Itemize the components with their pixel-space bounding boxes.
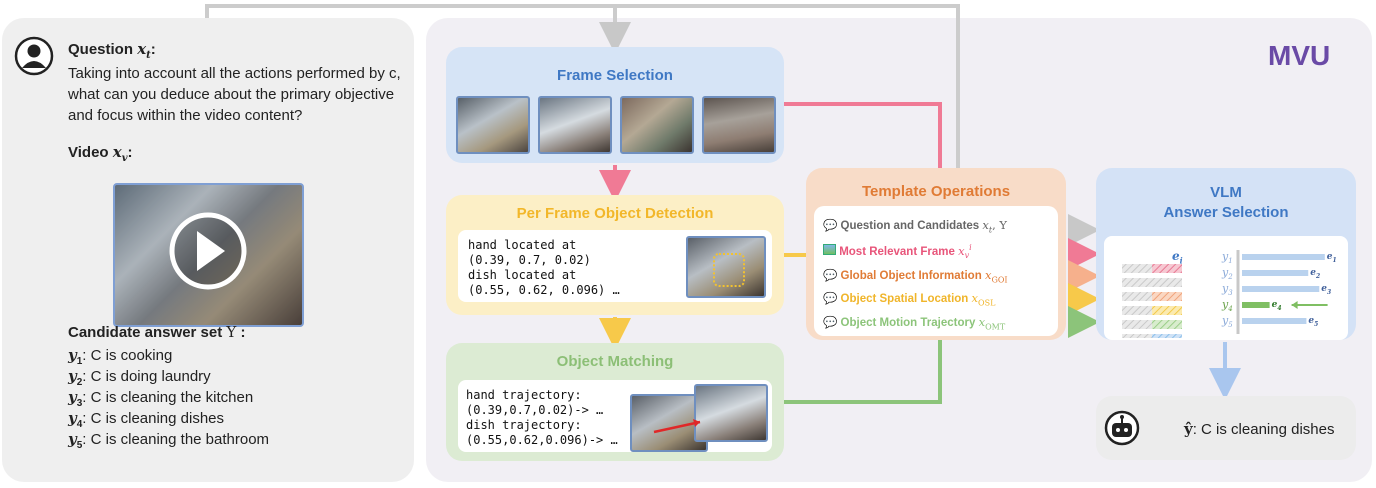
frame-selection-title: Frame Selection	[557, 67, 673, 84]
embedding-label: ei	[1172, 249, 1183, 266]
play-icon[interactable]	[115, 185, 302, 325]
video-heading: Video xv:	[68, 143, 133, 164]
template-list	[814, 206, 1058, 336]
candidate-y1: y1: C is cooking	[68, 346, 173, 367]
candidate-y4: y4: C is cleaning dishes	[68, 409, 225, 430]
template-op-omt: 💬 Object Motion Trajectory xOMT	[823, 315, 1006, 332]
chat-bubble-icon: 💬	[823, 317, 838, 329]
vlm-score-bar	[1242, 270, 1309, 276]
template-op-question: 💬 Question and Candidates xt, Y	[823, 218, 1008, 235]
vlm-score-bars	[1122, 250, 1328, 338]
chat-bubble-icon: 💬	[823, 270, 838, 282]
template-op-osl: 💬 Object Spatial Location xOSL	[823, 291, 996, 308]
answer-box	[1096, 396, 1356, 460]
final-answer: ŷ: C is cleaning dishes	[1184, 420, 1335, 438]
detection-frame	[686, 236, 766, 298]
question-text: Taking into account all the actions perf…	[68, 65, 401, 124]
bounding-box-icon	[713, 253, 745, 287]
question-heading: Question xt:	[68, 40, 156, 61]
candidate-heading: Candidate answer set Y :	[68, 323, 246, 341]
selection-arrowhead	[1291, 301, 1298, 309]
vlm-score-bar	[1242, 318, 1307, 324]
template-op-goi: 💬 Global Object Information xGOI	[823, 268, 1008, 285]
frame-thumbnail	[702, 96, 776, 154]
object-detection-title: Per Frame Object Detection	[516, 205, 714, 222]
robot-icon	[1104, 410, 1140, 446]
vlm-title: VLM Answer Selection	[1163, 184, 1289, 221]
candidate-y5: y5: C is cleaning the bathroom	[68, 430, 270, 451]
vlm-score-bar	[1242, 286, 1320, 292]
video-thumbnail[interactable]	[113, 183, 304, 327]
trajectory-arrow-icon	[653, 419, 701, 434]
matching-frame	[694, 384, 768, 442]
mvu-label: MVU	[1268, 40, 1331, 71]
detection-code: hand located at(0.39, 0.7, 0.02)dish loc…	[468, 238, 620, 297]
candidate-y3: y3: C is cleaning the kitchen	[68, 388, 254, 409]
candidate-y2: y2: C is doing laundry	[68, 367, 211, 388]
chat-bubble-icon: 💬	[823, 293, 838, 305]
image-icon	[823, 243, 836, 255]
object-matching-title: Object Matching	[556, 353, 674, 370]
vlm-score-bar	[1242, 302, 1270, 308]
frame-thumbnail	[538, 96, 612, 154]
template-title: Template Operations	[861, 183, 1011, 200]
matching-code: hand trajectory:(0.39,0.7,0.02)-> …dish …	[466, 388, 618, 447]
template-op-frame: Most Relevant Frame xvi	[823, 243, 972, 260]
frame-thumbnail	[456, 96, 530, 154]
vlm-score-bar	[1242, 254, 1325, 260]
user-avatar-icon	[14, 36, 54, 76]
frame-thumbnail	[620, 96, 694, 154]
chat-bubble-icon: 💬	[823, 220, 838, 232]
